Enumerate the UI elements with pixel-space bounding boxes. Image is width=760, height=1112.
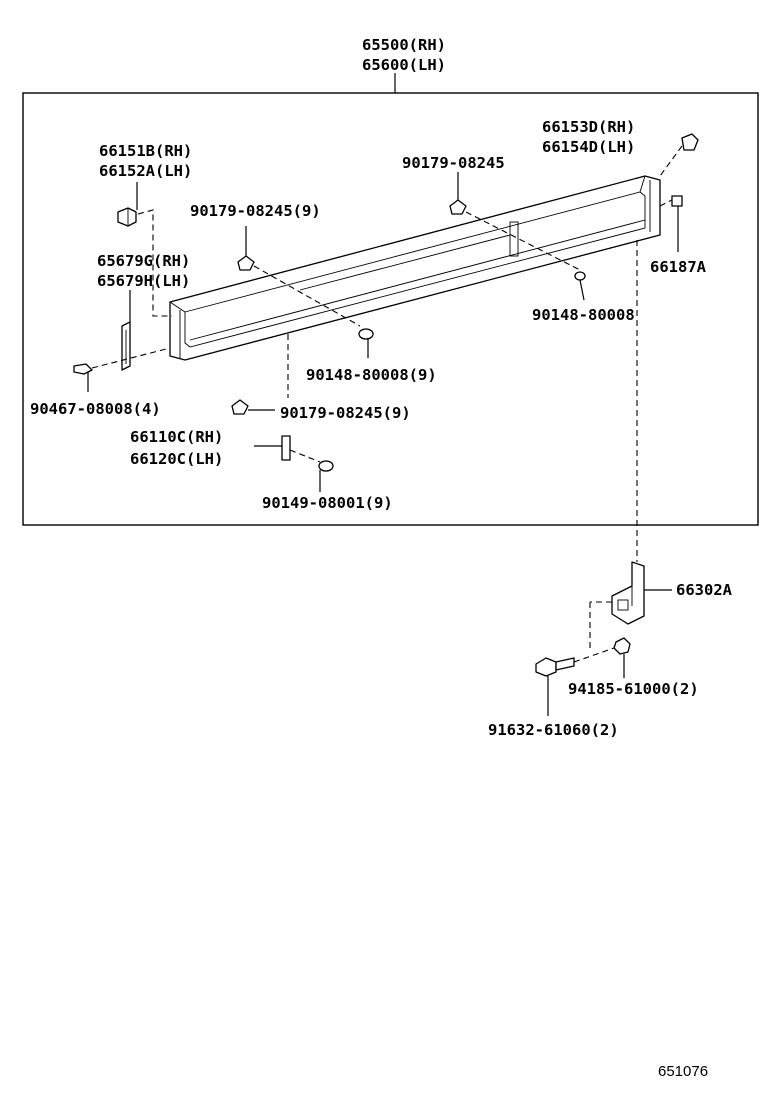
label-seal-lh: 65679H(LH) xyxy=(97,272,190,290)
seal-strip-icon xyxy=(121,321,131,371)
label-screw-center: 90148-80008(9) xyxy=(306,366,437,384)
bracket-66151b-icon xyxy=(117,207,137,227)
label-assembly-rh: 65500(RH) xyxy=(362,36,446,54)
label-bolt-left: 90467-08008(4) xyxy=(30,400,161,418)
label-bracket-a-lh: 66152A(LH) xyxy=(99,162,192,180)
label-screw-right: 90148-80008 xyxy=(532,306,635,324)
label-clip-66187a: 66187A xyxy=(650,258,707,276)
diagram-reference-number: 651076 xyxy=(658,1063,708,1080)
label-bracket-b-rh: 66151B(RH) xyxy=(99,142,192,160)
label-bolt-hinge: 91632-61060(2) xyxy=(488,721,619,739)
clip-left-icon xyxy=(237,255,255,271)
label-clip-left: 90179-08245(9) xyxy=(190,202,321,220)
label-seal-rh: 65679G(RH) xyxy=(97,252,190,270)
label-assembly-lh: 65600(LH) xyxy=(362,56,446,74)
bracket-66153d-icon xyxy=(681,133,699,151)
hinge-66302a-icon xyxy=(611,561,645,625)
label-bracket-d-lh: 66154D(LH) xyxy=(542,138,635,156)
label-screw-bottom: 90149-08001(9) xyxy=(262,494,393,512)
bolt-90467-icon xyxy=(73,363,93,392)
rail-panel xyxy=(169,175,661,361)
label-bracket-d-rh: 66153D(RH) xyxy=(542,118,635,136)
label-bracket-c-rh: 66110C(RH) xyxy=(130,428,223,446)
label-nut: 94185-61000(2) xyxy=(568,680,699,698)
clip-top-icon xyxy=(449,199,467,215)
nut-icon xyxy=(613,637,631,655)
screw-bottom-icon xyxy=(318,460,334,492)
screw-right-icon xyxy=(574,271,586,301)
label-hinge: 66302A xyxy=(676,581,733,599)
clip-bottom-icon xyxy=(231,399,249,415)
label-bracket-c-lh: 66120C(LH) xyxy=(130,450,223,468)
label-clip-top: 90179-08245 xyxy=(402,154,505,172)
screw-center-icon xyxy=(358,328,374,358)
label-clip-bottom: 90179-08245(9) xyxy=(280,404,411,422)
bolt-hinge-icon xyxy=(535,657,575,677)
bracket-66110c-icon xyxy=(281,435,291,461)
clip-66187a-icon xyxy=(671,195,683,207)
assembly-frame xyxy=(22,92,759,526)
